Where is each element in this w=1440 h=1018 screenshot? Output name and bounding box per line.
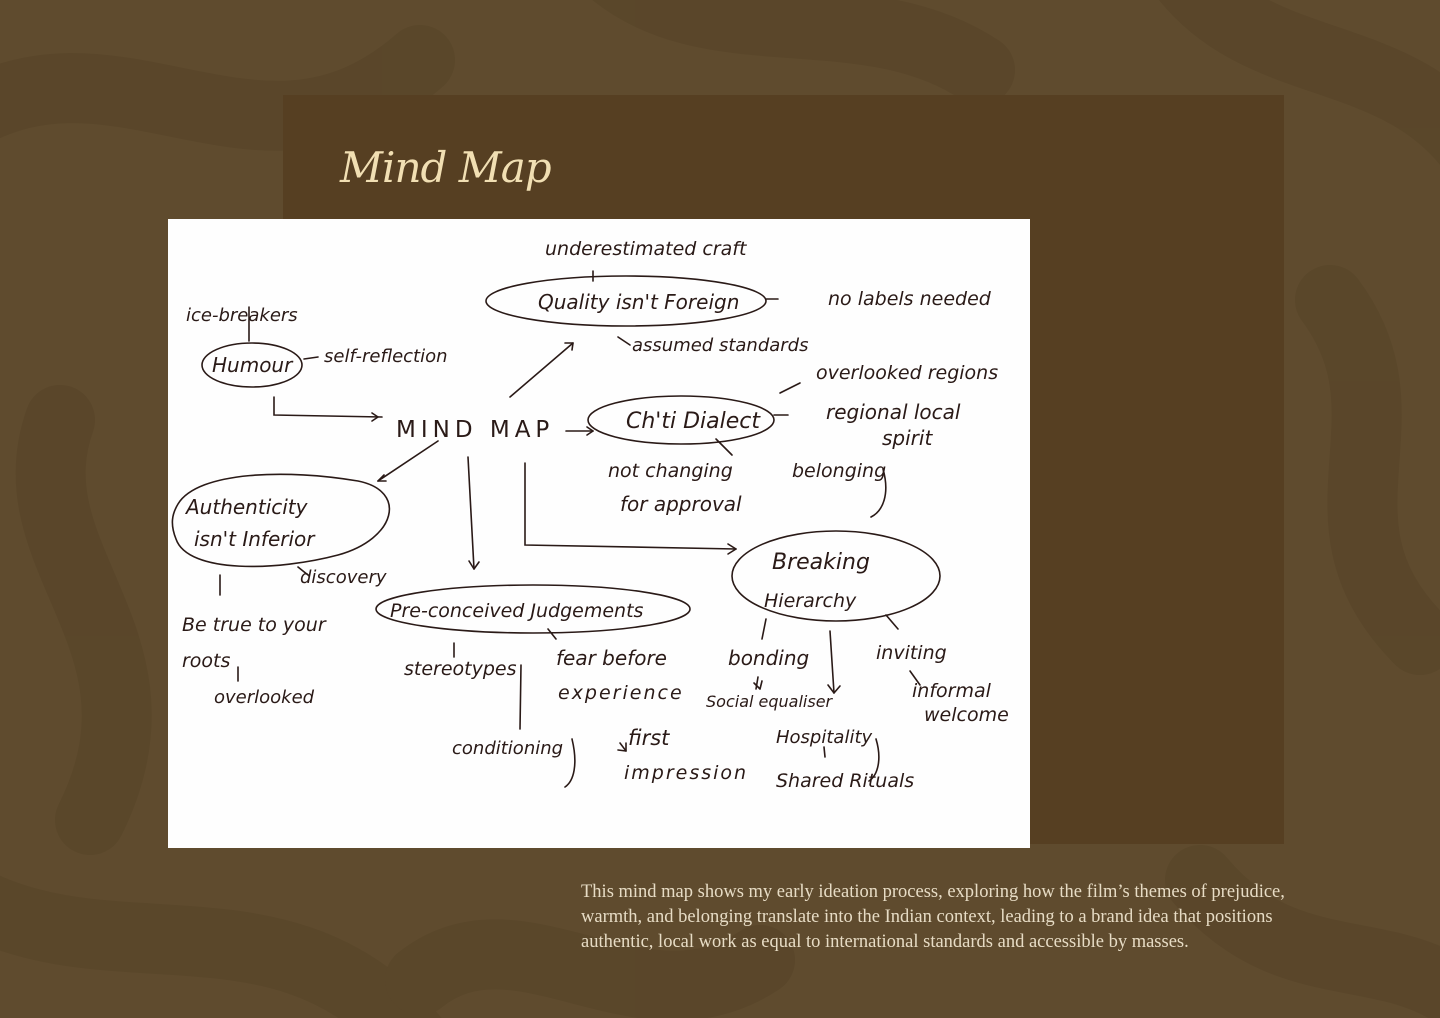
note-not-changing-line1: not changing xyxy=(608,460,733,482)
note-not-changing-line2: for approval xyxy=(620,492,742,516)
oval-humour xyxy=(201,342,303,388)
oval-judgements xyxy=(375,584,691,634)
note-shared-rituals: Shared Rituals xyxy=(776,770,914,792)
oval-dialect xyxy=(587,395,775,445)
node-dialect: Ch'ti Dialect xyxy=(626,409,761,434)
note-assumed-standards: assumed standards xyxy=(632,335,808,356)
note-regional-line1: regional local xyxy=(826,400,961,424)
mind-map-center: MIND MAP xyxy=(396,417,554,443)
note-conditioning: conditioning xyxy=(452,738,563,759)
note-be-true: Be true to your xyxy=(182,614,327,636)
note-fear-before: fear before xyxy=(556,646,667,670)
oval-authenticity xyxy=(171,473,390,568)
node-quality: Quality isn't Foreign xyxy=(538,290,739,314)
note-self-reflection: self-reflection xyxy=(324,346,448,367)
note-inviting: inviting xyxy=(876,642,947,664)
note-regional-line2: spirit xyxy=(882,426,933,450)
node-authenticity-line2: isn't Inferior xyxy=(194,527,316,551)
note-informal: informal xyxy=(912,680,992,702)
caption-text: This mind map shows my early ideation pr… xyxy=(581,882,1285,952)
mind-map-drawing: MIND MAP Humour Quality isn't Foreign Ch… xyxy=(171,238,1009,792)
note-stereotypes: stereotypes xyxy=(404,658,517,680)
note-social-equaliser: Social equaliser xyxy=(706,692,834,711)
note-roots: roots xyxy=(182,650,231,672)
note-belonging: belonging xyxy=(792,460,886,482)
note-underestimated-craft: underestimated craft xyxy=(545,238,748,260)
mind-map-sketch: MIND MAP Humour Quality isn't Foreign Ch… xyxy=(168,219,1030,848)
note-experience: experience xyxy=(558,682,684,704)
note-first: first xyxy=(628,726,670,750)
note-impression: impression xyxy=(624,762,748,784)
note-discovery: discovery xyxy=(300,567,387,588)
note-overlooked-regions: overlooked regions xyxy=(816,362,998,384)
note-hospitality: Hospitality xyxy=(776,727,873,748)
node-hierarchy-line2: Hierarchy xyxy=(764,590,857,612)
note-ice-breakers: ice-breakers xyxy=(186,305,298,326)
note-no-labels: no labels needed xyxy=(828,288,992,310)
node-judgements: Pre-conceived Judgements xyxy=(390,600,644,622)
node-hierarchy-line1: Breaking xyxy=(772,550,870,575)
node-authenticity-line1: Authenticity xyxy=(184,495,309,519)
note-welcome: welcome xyxy=(924,704,1009,726)
oval-hierarchy xyxy=(731,530,941,622)
node-humour: Humour xyxy=(212,353,294,377)
note-overlooked: overlooked xyxy=(214,687,315,708)
oval-quality xyxy=(485,275,767,327)
page-title: Mind Map xyxy=(340,143,552,192)
note-bonding: bonding xyxy=(728,646,809,670)
